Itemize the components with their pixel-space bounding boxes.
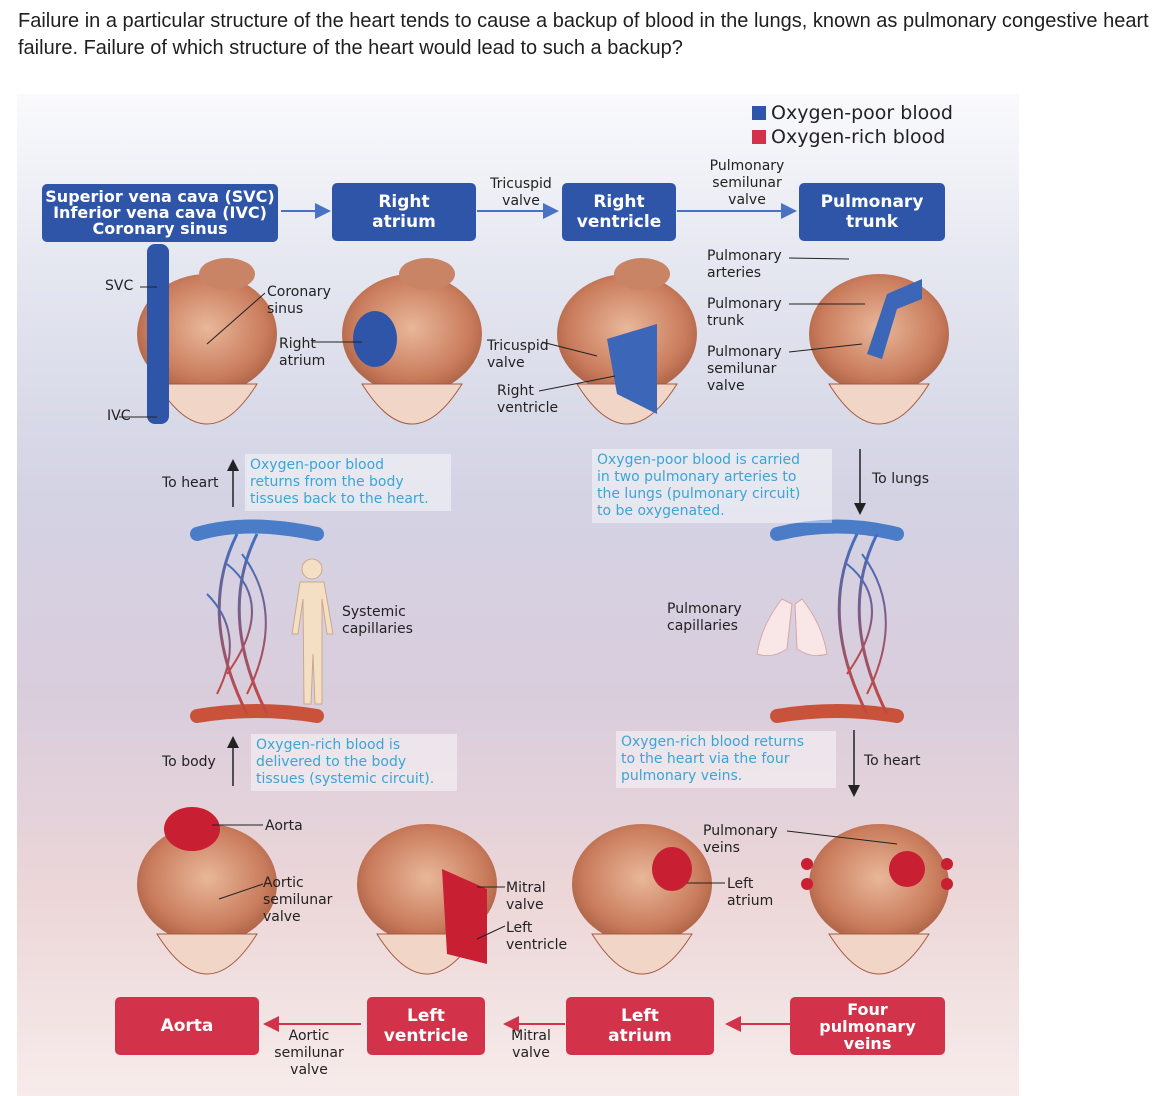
lungs-illustration: [756, 598, 828, 657]
legend-label-poor: Oxygen-poor blood: [771, 102, 953, 124]
label-to-heart-left: To heart: [162, 475, 219, 491]
heart-illustration-5: [137, 807, 277, 975]
label-aorta: Aorta: [265, 818, 303, 834]
label-to-heart-right: To heart: [864, 753, 921, 769]
pulmonary-vessel-network: [770, 519, 904, 723]
legend-swatch-poor: [752, 106, 766, 120]
flow-box-venae-cavae: Superior vena cava (SVC)Inferior vena ca…: [42, 184, 278, 242]
heart-illustration-7: [572, 824, 712, 975]
heart-illustration-4: [809, 274, 949, 425]
systemic-vessel-network: [190, 519, 324, 723]
heart-illustration-6: [357, 824, 497, 975]
label-svc: SVC: [105, 278, 134, 294]
leader-lines: [119, 257, 898, 940]
question-text: Failure in a particular structure of the…: [18, 10, 1149, 59]
human-figure: [291, 558, 334, 705]
label-to-lungs: To lungs: [872, 471, 930, 487]
diagram-artwork: [119, 203, 953, 1032]
heart-illustration-3: [557, 258, 697, 425]
flow-box-aorta: Aorta: [115, 997, 259, 1055]
circulation-diagram: Oxygen-poor blood Oxygen-rich blood Supe…: [17, 94, 1019, 1096]
legend-label-rich: Oxygen-rich blood: [771, 126, 946, 148]
label-ivc: IVC: [107, 408, 131, 424]
label-to-body: To body: [162, 754, 216, 770]
heart-illustration-8: [801, 824, 953, 975]
heart-illustration-1: [137, 244, 277, 425]
legend-swatch-rich: [752, 130, 766, 144]
heart-illustration-2: [342, 258, 482, 425]
